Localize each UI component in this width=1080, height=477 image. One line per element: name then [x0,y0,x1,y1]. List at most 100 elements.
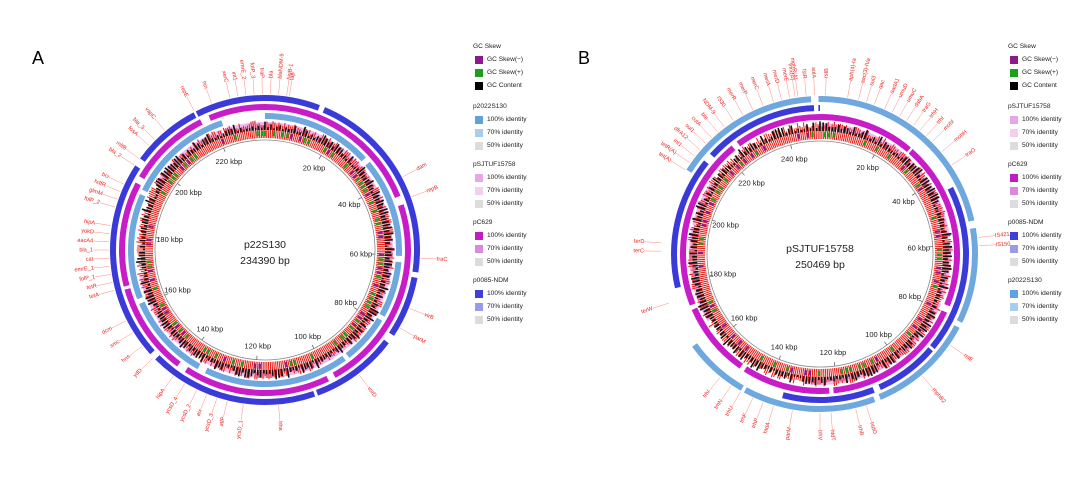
cds-feature [697,211,712,218]
gc-content-bar [320,135,327,145]
gene-label-line [768,85,774,103]
cds-feature [153,300,166,308]
gc-content-bar [157,177,166,184]
cds-feature [828,368,831,382]
gene-label-line [137,134,150,146]
gc-content-bar [376,202,384,207]
gc-content-bar [232,365,236,372]
gc-content-bar [847,373,850,377]
legend-item: 100% identity [1008,287,1062,300]
gc-content-bar [336,345,344,354]
gc-content-bar [141,266,147,269]
tick-mark [833,362,836,367]
gc-content-bar [870,365,876,374]
cds-feature [353,171,366,182]
gene-label-line [200,394,207,410]
legend-swatch [1010,141,1018,150]
cds-feature [313,137,321,150]
cds-feature [848,365,854,383]
cds-feature [316,348,324,361]
cds-feature [926,297,940,304]
tick-label: 60 kbp [350,250,373,259]
gc-content-bar [768,139,771,142]
gc-content-bar [713,321,718,325]
gc-skew-bar [915,183,921,188]
legend-label: GC Skew(+) [487,69,524,76]
gene-label-line [102,193,118,200]
cds-feature [252,121,256,139]
gc-content-bar [900,345,906,352]
gc-content-bar [941,236,948,239]
gene-label-group: higB-1damrepBtraCvirBparMvsrDhhaycsD_1at… [74,53,447,439]
cds-feature [923,195,939,204]
cds-feature [826,122,829,140]
identity-ring-arc [265,113,366,162]
gene-label: ycsD_3 [204,413,215,433]
gene-label: aix [196,408,204,417]
legend-label: 70% identity [1022,303,1058,310]
gc-content-bar [937,287,941,291]
gc-content-bar [214,137,217,141]
cds-feature [723,330,736,343]
cds-feature [200,346,209,358]
plasmid-name: pSJTUF15758 [786,243,854,255]
gene-label: trhN [714,399,725,411]
gc-content-bar [921,179,930,186]
gc-content-bar [868,138,872,142]
gc-content-bar [692,217,702,222]
tick-mark [709,274,714,277]
gc-content-bar [707,196,711,200]
legend-item: GC Skew(−) [1008,53,1062,66]
gc-content-bar [341,341,346,346]
gc-content-bar [754,360,760,367]
gc-skew-bar [754,150,759,156]
gene-label: int1 [230,71,237,81]
gc-skew-bar [309,353,315,360]
cds-feature [743,347,755,364]
cds-feature [143,210,159,216]
cds-feature [283,360,288,376]
gene-label: traO [965,147,978,158]
identity-ring-arc [671,160,709,289]
gene-label: tetA [89,292,100,300]
cds-feature [855,363,861,378]
tick-label: 80 kbp [898,292,921,301]
gc-skew-bar [214,353,219,359]
gene-label: mltB [115,140,128,152]
cds-feature [197,344,206,356]
cds-feature [299,356,305,372]
cds-feature [768,359,775,374]
cds-feature [366,196,379,203]
gc-content-bar [688,261,698,265]
identity-ring-arc [680,145,736,306]
cds-feature [913,319,930,331]
tick-mark [741,172,745,176]
gc-content-bar [806,124,809,132]
gc-skew-bar [362,188,368,193]
gc-content-bar [383,229,390,233]
gc-content-bar [848,131,852,135]
tick-mark [872,154,875,159]
cds-feature [190,341,202,356]
gc-content-bar [289,367,292,373]
cds-feature [710,179,726,190]
legend-item: 100% identity [1008,171,1062,184]
gene-label: sul1 [684,123,696,134]
cds-feature [705,190,720,200]
gc-content-bar [834,126,837,133]
legend-a: GC Skew GC Skew(−) GC Skew(+) GC Content… [473,40,527,332]
gc-content-bar [381,220,390,224]
cds-feature [833,368,838,386]
gc-content-bar [216,135,220,140]
cds-feature [158,312,173,323]
cds-feature [697,295,714,304]
identity-ring-arc [155,355,316,405]
gene-label-line [270,78,272,95]
gc-content-bar [928,310,936,315]
gc-content-bar [902,343,908,349]
gc-content-bar [919,325,928,333]
cds-feature [213,131,222,148]
legend-item: 50% identity [1008,197,1062,210]
gene-label-line [922,375,934,389]
cds-feature [793,128,798,142]
